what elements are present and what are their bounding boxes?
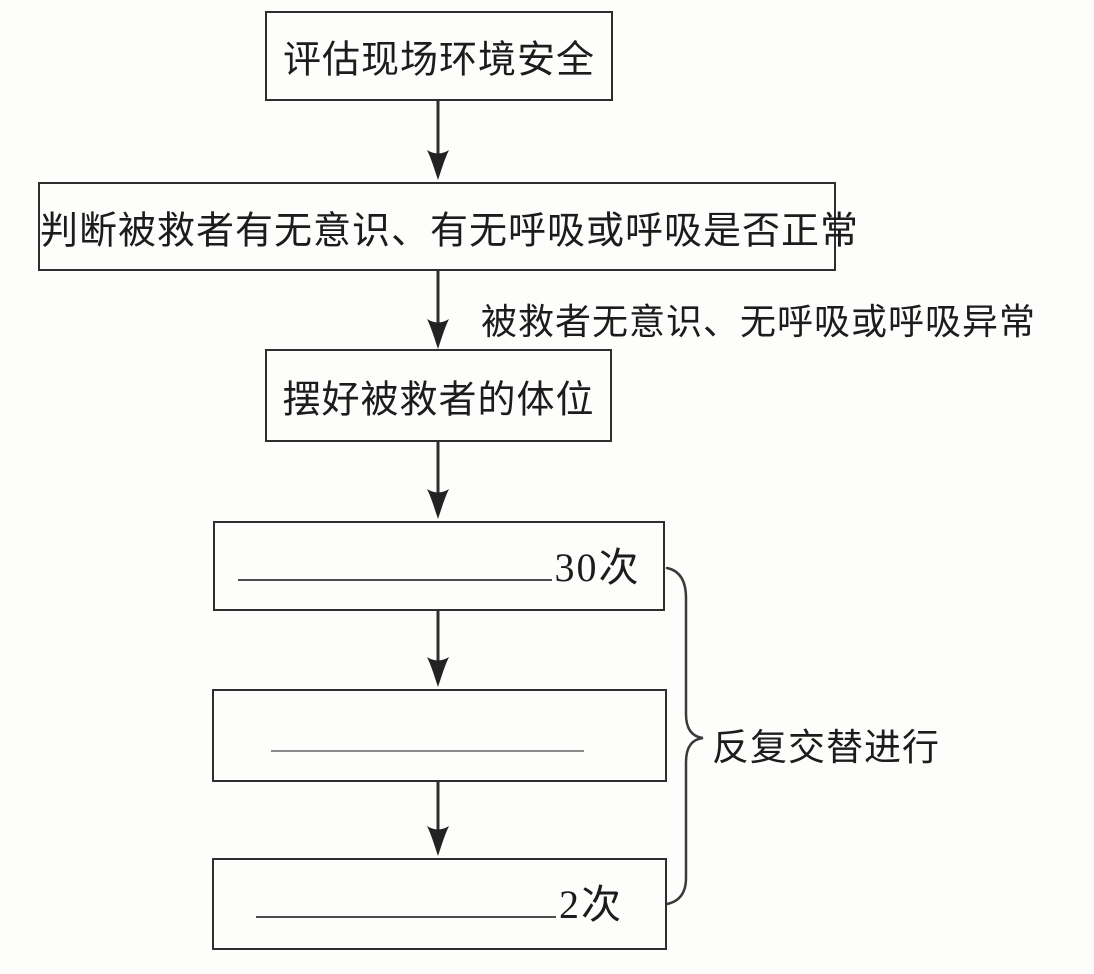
fill-in-blank-line (237, 577, 552, 581)
node-assess-scene-label: 评估现场环境安全 (282, 39, 595, 82)
arrow-judge-to-position (427, 271, 449, 349)
arrow-stepmid-to-step2 (427, 782, 449, 856)
node-step-blank-mid (212, 689, 667, 782)
repeat-brace (665, 566, 704, 906)
arrow-position-to-step30 (427, 442, 449, 519)
fill-in-blank-line (271, 748, 584, 752)
arrow-step30-to-stepmid (427, 611, 449, 687)
count-30-label: 30次 (554, 545, 641, 590)
node-position-victim: 摆好被救者的体位 (265, 349, 612, 442)
node-assess-scene: 评估现场环境安全 (265, 11, 613, 101)
count-2-label: 2次 (559, 882, 623, 927)
fill-in-blank-line (256, 914, 556, 918)
arrow-assess-to-judge (427, 101, 449, 180)
branch-condition-label: 被救者无意识、无呼吸或呼吸异常 (481, 302, 1037, 342)
repeat-brace-label: 反复交替进行 (712, 728, 940, 769)
node-step-blank-2: 2次 (212, 858, 667, 950)
node-judge-victim: 判断被救者有无意识、有无呼吸或呼吸是否正常 (38, 182, 860, 271)
node-judge-victim-label: 判断被救者有无意识、有无呼吸或呼吸是否正常 (40, 210, 860, 252)
node-step-blank-30: 30次 (213, 521, 665, 611)
node-position-victim-label: 摆好被救者的体位 (282, 379, 595, 421)
